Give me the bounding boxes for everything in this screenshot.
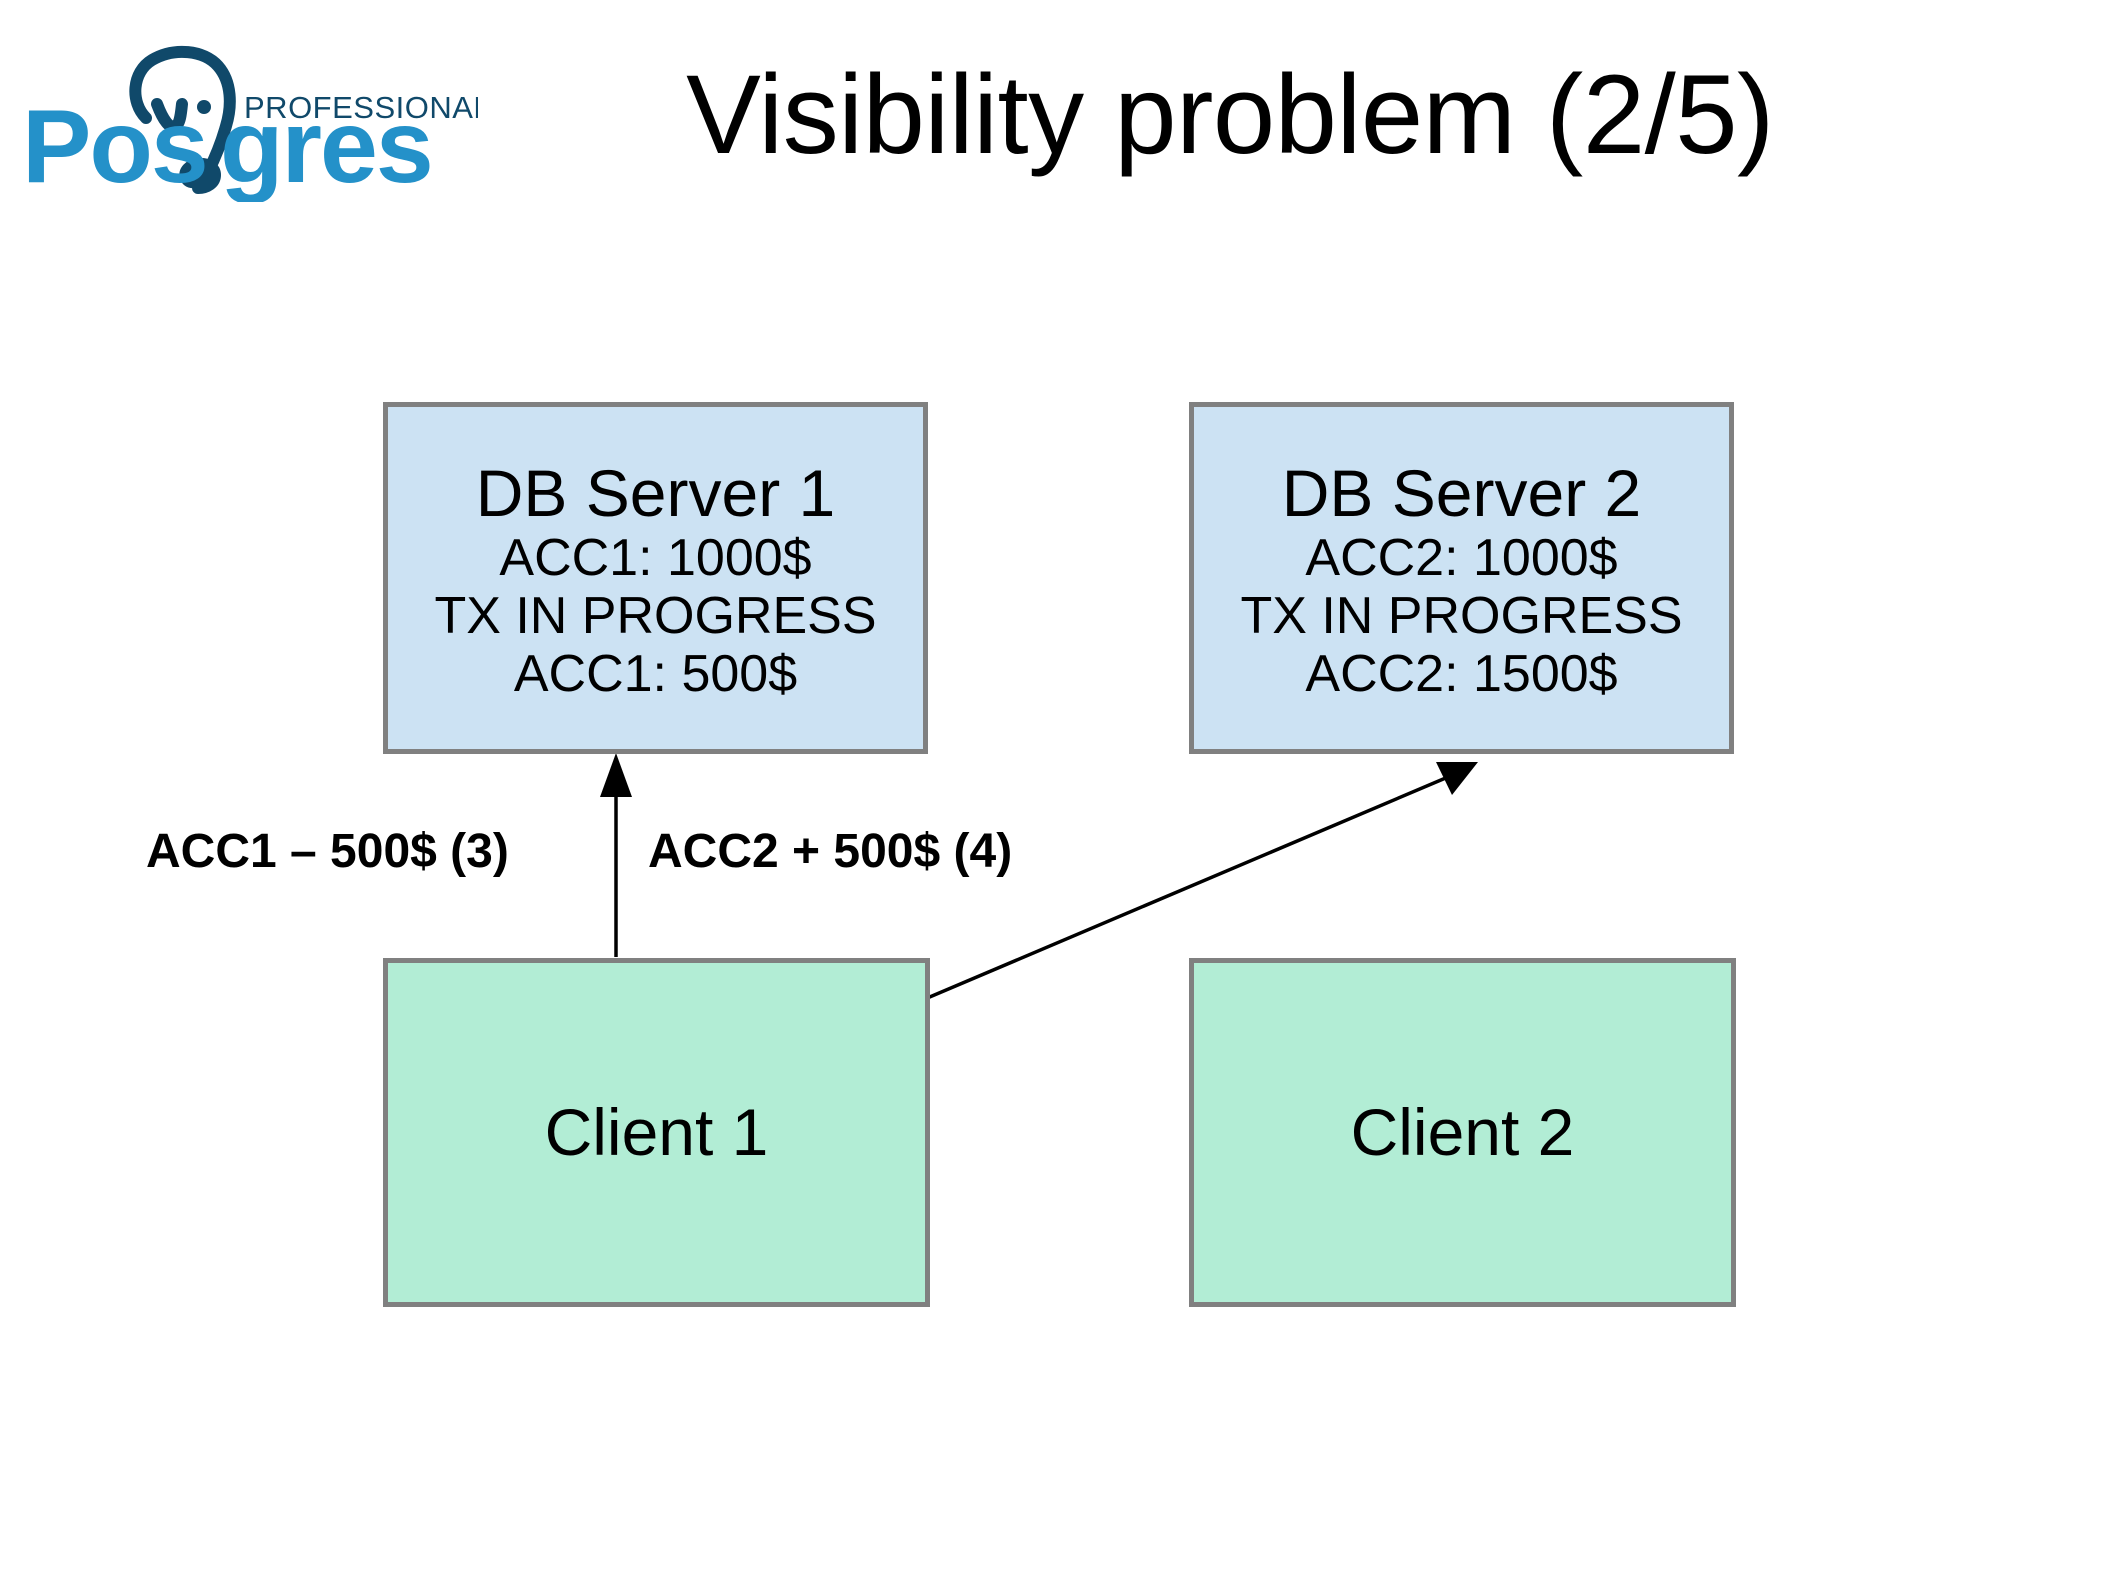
db-server-1-line-2: TX IN PROGRESS (434, 586, 877, 645)
svg-text:PROFESSIONAL: PROFESSIONAL (244, 90, 478, 125)
svg-text:Pos: Pos (22, 89, 207, 202)
edge-label-acc1-minus-500: ACC1 – 500$ (3) (146, 825, 509, 878)
db-server-2-line-3: ACC2: 1500$ (1305, 645, 1618, 704)
edge-label-acc2-plus-500: ACC2 + 500$ (4) (648, 825, 1013, 878)
db-server-1-box[interactable]: DB Server 1 ACC1: 1000$ TX IN PROGRESS A… (383, 402, 928, 754)
page-title: Visibility problem (2/5) (686, 52, 1774, 177)
postgres-professional-logo: Pos gres PROFESSIONAL (18, 22, 478, 202)
db-server-1-title: DB Server 1 (475, 455, 836, 530)
db-server-2-box[interactable]: DB Server 2 ACC2: 1000$ TX IN PROGRESS A… (1189, 402, 1734, 754)
client-1-title: Client 1 (544, 1095, 769, 1170)
db-server-1-line-3: ACC1: 500$ (513, 645, 798, 704)
db-server-1-line-1: ACC1: 1000$ (499, 528, 812, 587)
db-server-2-line-2: TX IN PROGRESS (1240, 586, 1683, 645)
db-server-2-line-1: ACC2: 1000$ (1305, 528, 1618, 587)
client-2-box[interactable]: Client 2 (1189, 958, 1736, 1307)
svg-text:gres: gres (220, 89, 432, 202)
arrow-client1-to-server1 (600, 753, 632, 957)
db-server-2-title: DB Server 2 (1281, 455, 1642, 530)
client-1-box[interactable]: Client 1 (383, 958, 930, 1307)
client-2-title: Client 2 (1350, 1095, 1575, 1170)
